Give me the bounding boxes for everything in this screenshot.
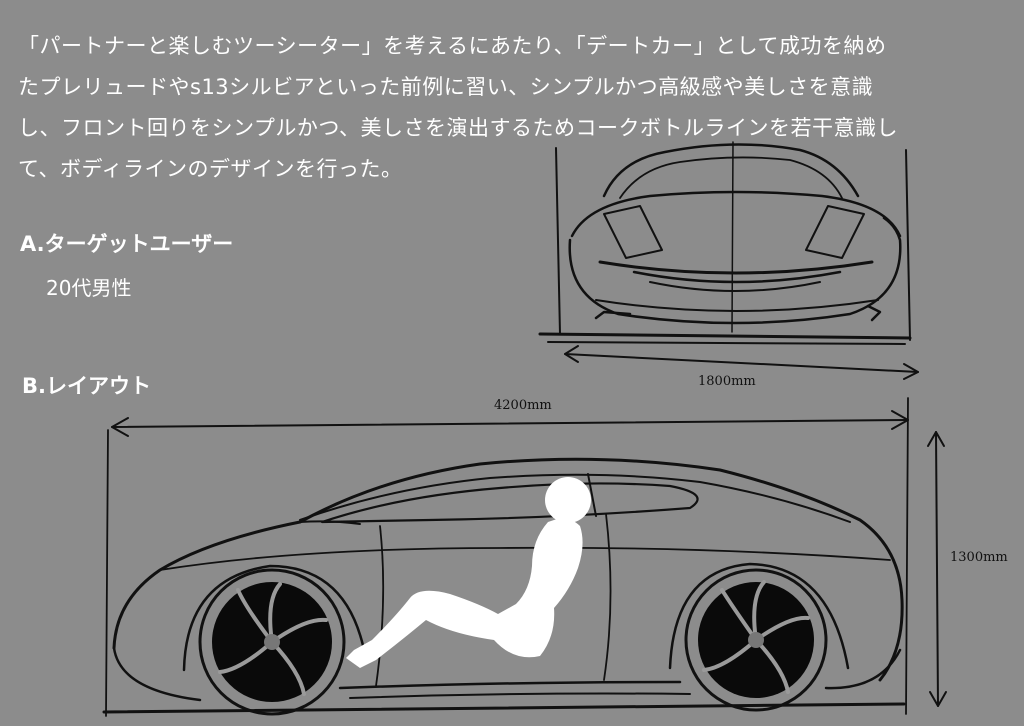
target-user-value: 20代男性 [46,276,132,300]
height-dimension-label: 1300mm [950,550,1008,565]
rear-wheel [684,568,828,712]
width-dimension-label: 1800mm [698,374,756,389]
front-view-sketch [538,141,919,380]
section-a-heading: A.ターゲットユーザー [20,232,234,256]
front-wheel [198,568,346,716]
section-b-heading: B.レイアウト [22,374,151,398]
intro-paragraph: 「パートナーと楽しむツーシーター」を考えるにあたり、「デートカー」として成功を納… [18,26,1018,190]
intro-line: 「パートナーと楽しむツーシーター」を考えるにあたり、「デートカー」として成功を納… [18,34,887,58]
intro-line: し、フロント回りをシンプルかつ、美しさを演出するためコークボトルラインを若干意識… [18,116,899,140]
intro-line: たプレリュードやs13シルビアといった前例に習い、シンプルかつ高級感や美しさを意… [18,75,874,99]
driver-mannequin [346,477,591,668]
side-view-sketch [102,397,947,717]
intro-line: て、ボディラインのデザインを行った。 [18,157,403,181]
length-dimension-label: 4200mm [494,398,552,413]
